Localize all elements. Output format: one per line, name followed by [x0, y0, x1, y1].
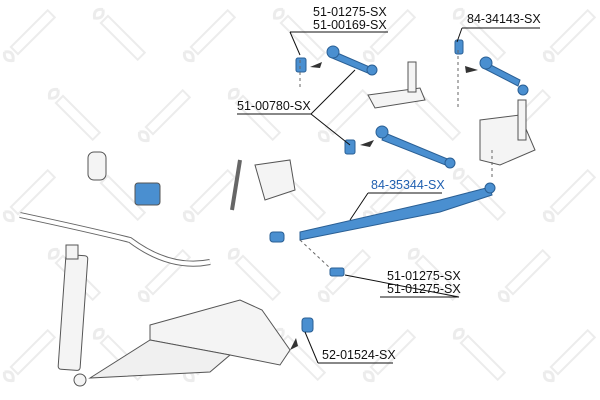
bushing	[87, 151, 161, 206]
watermark-logo	[452, 7, 507, 62]
watermark-logo	[542, 8, 597, 63]
watermark-logo	[362, 328, 417, 383]
shock-absorber	[57, 244, 89, 387]
watermark-logo	[182, 168, 237, 223]
part-label[interactable]: 51-01275-SX	[387, 269, 461, 283]
pitman-arm	[367, 87, 426, 109]
watermark-logo	[272, 7, 327, 62]
watermark-logo	[452, 327, 507, 382]
part-label[interactable]: 52-01524-SX	[322, 348, 396, 362]
watermark-logo	[362, 8, 417, 63]
stabilizer-link	[230, 159, 242, 211]
part-label[interactable]: 51-01275-SX	[313, 5, 387, 19]
watermark-logo	[137, 248, 192, 303]
arrow-icon	[465, 66, 478, 73]
watermark-logo	[92, 7, 147, 62]
watermark-logo	[47, 87, 102, 142]
watermark-logo	[317, 248, 372, 303]
watermark-logo	[137, 88, 192, 143]
watermark-logo	[182, 8, 237, 63]
watermark-logo	[227, 247, 282, 302]
watermark-logo	[497, 248, 552, 303]
part-label-highlighted[interactable]: 84-35344-SX	[371, 178, 445, 192]
arrow-icon	[310, 62, 322, 68]
watermark-logo	[542, 168, 597, 223]
part-label[interactable]: 51-00169-SX	[313, 18, 387, 32]
watermark-logo	[542, 328, 597, 383]
center-link	[381, 132, 451, 167]
part-label[interactable]: 51-00780-SX	[237, 99, 311, 113]
bracket	[479, 114, 536, 166]
watermark-logo	[317, 88, 372, 143]
watermark-logo	[2, 168, 57, 223]
part-label[interactable]: 51-01275-SX	[387, 282, 461, 296]
watermark-logo	[2, 8, 57, 63]
arrow-icon	[360, 140, 374, 147]
watermark-logo	[2, 328, 57, 383]
arrow-icon	[290, 338, 298, 350]
part-label[interactable]: 84-34143-SX	[467, 12, 541, 26]
